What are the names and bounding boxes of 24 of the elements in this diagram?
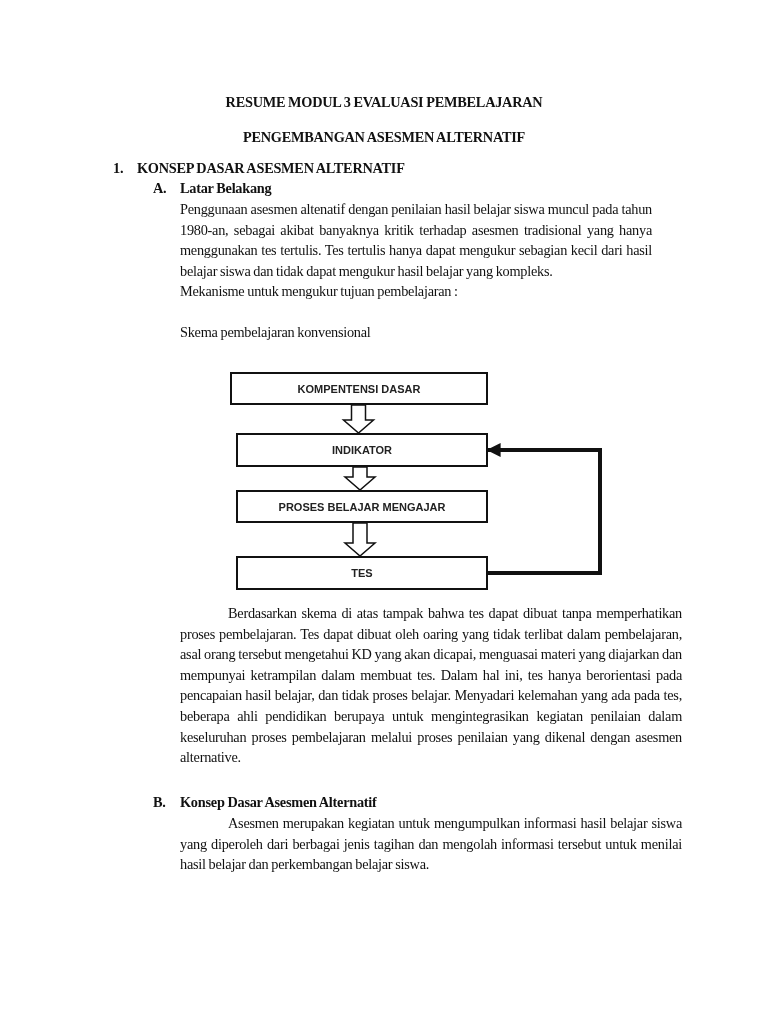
list-number: 1. (113, 159, 125, 178)
subtitle: PENGEMBANGAN ASESMEN ALTERNATIF (242, 128, 526, 147)
block-arrow (343, 466, 377, 491)
diagram-caption: Skema pembelajaran konvensional (180, 323, 372, 342)
paragraph: Penggunaan asesmen altenatif dengan penilaian hasil belajar siswa muncul pada tahun 1980-an, sebagai akibat banyaknya kritik terhadap asesmen tradisional yang hanya menggunakan tes tertulis. Tes tertulis hanya dapat mengukur sebagian kecil dari hasil belajar siswa dan tidak dapat mengukur hasil belajar yang kompleks. (180, 200, 652, 281)
block-arrow (341, 404, 376, 434)
paragraph: Berdasarkan skema di atas tampak bahwa tes dapat dibuat tanpa memperhatikan proses pembelajaran. Tes dapat dibuat oleh oaring yang tidak terlibat dalam pembelajaran, asal orang tersebut mengetahui KD yang akan dicapai, menguasai materi yang diajarkan dan mempunyai ketrampilan dalam membuat tes. Dalam hal ini, tes hanya berorientasi pada pencapaian hasil belajar, dan tidak proses belajar. Menyadari kelemahan yang ada pada tes, beberapa ahli pendidikan berupaya untuk mengintegrasikan kegiatan penilaian dalam keseluruhan proses pembelajaran melalui proses penilaian yang dikenal dengan asesmen alternative. (180, 604, 682, 768)
document-title: RESUME MODUL 3 EVALUASI PEMBELAJARAN (224, 93, 544, 112)
paragraph: Asesmen merupakan kegiatan untuk mengumpulkan informasi hasil belajar siswa yang diperoleh dari berbagai jenis tagihan dan mengolah informasi tersebut untuk menilai hasil belajar dan perkembangan belajar siswa. (180, 814, 682, 875)
section-heading: KONSEP DASAR ASESMEN ALTERNATIF (137, 159, 406, 178)
process-box (236, 490, 488, 523)
box-label: TES (351, 567, 373, 579)
list-letter: A. (153, 179, 168, 198)
paragraph: Mekanisme untuk mengukur tujuan pembelajaran : (180, 282, 459, 301)
box-label: PROSES BELAJAR MENGAJAR (278, 500, 446, 513)
process-box (236, 556, 488, 590)
list-letter: B. (153, 793, 167, 812)
process-box (230, 372, 488, 405)
box-label: INDIKATOR (331, 444, 393, 456)
box-label: KOMPENTENSI DASAR (297, 382, 421, 395)
process-box (236, 433, 488, 467)
block-arrow (343, 522, 377, 557)
subsection-heading: Latar Belakang (180, 179, 273, 198)
subsection-heading: Konsep Dasar Asesmen Alternatif (180, 793, 378, 812)
